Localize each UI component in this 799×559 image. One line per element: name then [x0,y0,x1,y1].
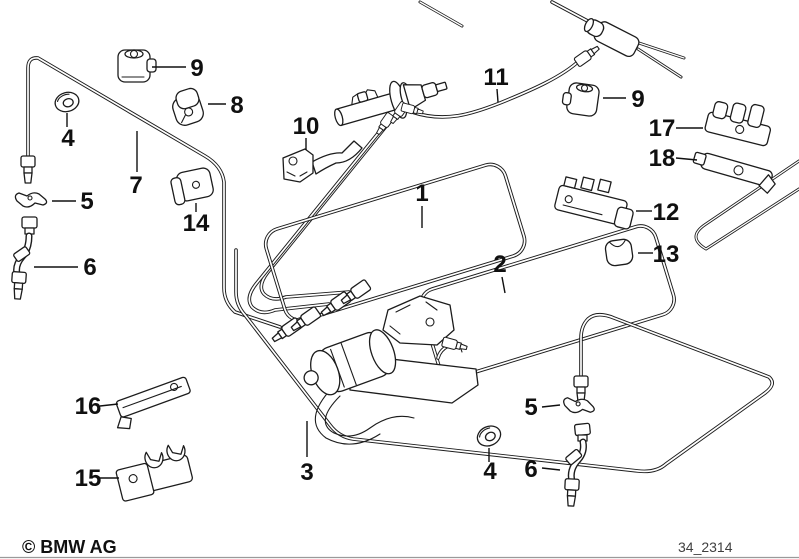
callout-label: 6 [524,456,537,483]
abs-port-nut [440,336,469,354]
callout-label: 4 [483,458,497,485]
callout-label: 8 [230,92,243,119]
abs-motor [303,329,397,396]
abs-hydraulic-unit [303,295,479,445]
callout-10: 10 [293,113,320,150]
clip-9-left [117,49,157,83]
callout-label: 17 [649,115,676,142]
copyright-text: © BMW AG [22,537,117,557]
callout-8: 8 [208,92,244,119]
grommet-4-left [52,89,82,115]
callout-label: 10 [293,113,320,140]
callout-14: 14 [183,203,210,237]
callout-3: 3 [300,421,314,486]
callout-label: 18 [649,145,676,172]
clip-5-left [14,192,48,208]
pipe-3-loop [234,248,774,474]
tee-connector [583,17,640,58]
pipe-top-stub [418,0,464,28]
callout-label: 1 [415,180,428,207]
callout-label: 12 [653,199,680,226]
callout-label: 5 [80,188,93,215]
callout-9a: 9 [152,55,204,82]
pipe-11 [410,58,582,119]
callout-15: 15 [75,465,119,492]
callout-label: 16 [75,393,102,420]
holder-12 [554,176,634,230]
callout-label: 3 [300,459,313,486]
rear-line-hairpin [694,159,799,251]
callout-4b: 4 [483,448,497,485]
callout-label: 5 [524,394,537,421]
brake-hose-6-right [563,422,591,507]
clamp-13 [604,238,634,267]
pipe-2-loop [419,224,676,380]
clip-9-right [561,82,600,117]
master-cylinder [334,80,448,137]
callout-11: 11 [483,64,509,103]
pipe-1-loop [263,162,527,324]
callout-17: 17 [649,115,703,142]
clip-5-right [561,396,596,416]
callout-4a: 4 [61,113,75,152]
callout-label: 2 [493,251,506,278]
pipe7-end-fitting [20,155,36,184]
callout-18: 18 [649,145,698,172]
callout-6b: 6 [524,456,561,483]
bracket-18 [692,151,776,194]
callout-label: 7 [129,172,142,199]
callout-5a: 5 [52,188,94,215]
holder-17 [704,101,772,147]
callout-label: 4 [61,125,75,152]
callout-9b: 9 [603,86,645,113]
brake-hose-6-left [9,216,38,301]
bracket-16 [115,376,191,430]
pipe-7 [26,56,282,329]
bracket-10 [282,140,363,183]
callout-13: 13 [638,241,679,268]
clamp-8 [172,87,204,126]
callout-label: 13 [653,241,680,268]
grommet-4-right [473,421,505,451]
callout-12: 12 [636,199,679,226]
callout-6a: 6 [34,254,97,281]
callout-7: 7 [129,131,143,199]
callout-label: 14 [183,210,210,237]
holder-15 [115,444,193,502]
mount-14 [170,167,214,206]
callout-label: 11 [483,64,508,91]
tee-union-nut [573,43,602,68]
drawing-number: 34_2314 [678,539,733,555]
callout-1: 1 [415,180,429,228]
callout-2: 2 [493,251,507,294]
callout-5b: 5 [524,394,561,421]
callout-label: 9 [190,55,203,82]
callout-16: 16 [75,393,119,420]
callout-label: 6 [83,254,96,281]
callout-label: 9 [631,86,644,113]
callout-label: 15 [75,465,102,492]
